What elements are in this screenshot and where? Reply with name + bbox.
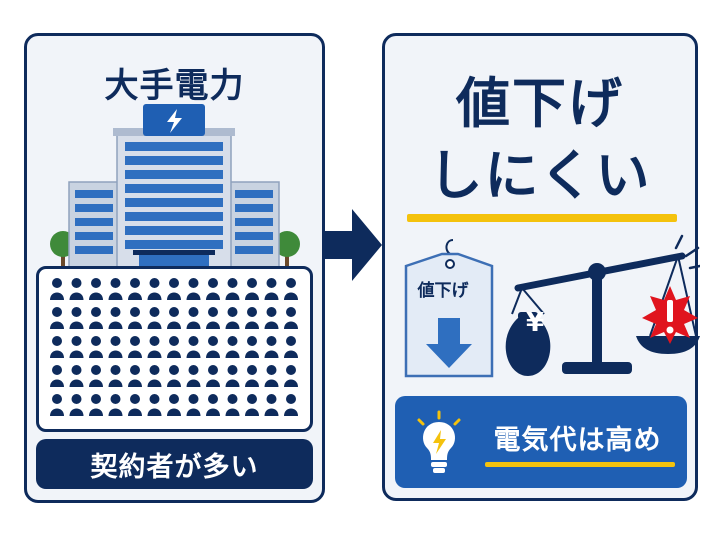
- headline-line-1: 値下げ: [456, 72, 624, 135]
- person-icon: [69, 365, 84, 387]
- person-icon: [264, 365, 279, 387]
- lightning-icon: [167, 109, 182, 133]
- yen-bag: [505, 318, 551, 376]
- person-icon: [128, 365, 142, 387]
- left-panel: 大手電力: [24, 33, 325, 503]
- tag-label: 値下げ: [417, 281, 469, 301]
- person-icon: [186, 394, 201, 416]
- person-icon: [186, 307, 201, 329]
- person-icon: [89, 278, 103, 300]
- person-icon: [147, 394, 162, 416]
- person-icon: [89, 307, 103, 329]
- person-icon: [108, 336, 123, 358]
- person-icon: [284, 336, 298, 358]
- person-icon: [264, 278, 279, 300]
- person-icon: [128, 336, 142, 358]
- person-icon: [167, 365, 181, 387]
- person-icon: [147, 336, 162, 358]
- person-icon: [167, 394, 181, 416]
- person-icon: [167, 278, 181, 300]
- person-icon: [284, 365, 298, 387]
- person-icon: [186, 365, 201, 387]
- electric-bill-text: 電気代は高め: [493, 425, 662, 456]
- person-icon: [225, 365, 240, 387]
- person-icon: [50, 307, 64, 329]
- person-icon: [69, 336, 84, 358]
- headline-underline: [407, 214, 677, 222]
- contracts-banner-text: 契約者が多い: [90, 451, 259, 483]
- person-icon: [128, 307, 142, 329]
- customer-crowd: [36, 266, 313, 432]
- headline-line-2: しにくい: [428, 144, 652, 207]
- person-icon: [167, 307, 181, 329]
- company-title: 大手電力: [104, 66, 245, 106]
- balance-scale-icon: [505, 234, 700, 376]
- bill-underline: [485, 462, 675, 467]
- person-icon: [264, 336, 279, 358]
- electric-bill-banner: 電気代は高め: [395, 396, 687, 488]
- person-icon: [245, 307, 259, 329]
- person-icon: [284, 394, 298, 416]
- person-icon: [284, 307, 298, 329]
- down-arrow-icon: [426, 318, 472, 368]
- person-icon: [264, 394, 279, 416]
- person-icon: [225, 394, 240, 416]
- person-icon: [225, 307, 240, 329]
- person-icon: [167, 336, 181, 358]
- person-icon: [206, 365, 220, 387]
- person-icon: [108, 394, 123, 416]
- office-building-icon: [50, 104, 300, 273]
- person-icon: [206, 307, 220, 329]
- person-icon: [245, 278, 259, 300]
- person-icon: [89, 394, 103, 416]
- person-icon: [108, 278, 123, 300]
- person-icon: [147, 307, 162, 329]
- lightbulb-icon: [417, 410, 461, 473]
- contracts-banner: 契約者が多い: [36, 439, 313, 489]
- person-icon: [50, 365, 64, 387]
- person-icon: [186, 278, 201, 300]
- person-icon: [69, 278, 84, 300]
- person-icon: [108, 365, 123, 387]
- person-icon: [225, 336, 240, 358]
- person-icon: [128, 394, 142, 416]
- person-icon: [206, 394, 220, 416]
- person-icon: [284, 278, 298, 300]
- person-icon: [50, 336, 64, 358]
- exclamation-icon: [642, 286, 698, 344]
- person-icon: [245, 336, 259, 358]
- arrow-right-icon: [322, 209, 382, 281]
- person-icon: [186, 336, 201, 358]
- person-icon: [147, 278, 162, 300]
- person-icon: [128, 278, 142, 300]
- price-tag-icon: [404, 239, 494, 378]
- person-icon: [89, 336, 103, 358]
- person-icon: [225, 278, 240, 300]
- person-icon: [50, 394, 64, 416]
- person-icon: [206, 278, 220, 300]
- crowd-people-icons: [50, 278, 298, 416]
- person-icon: [89, 365, 103, 387]
- person-icon: [50, 278, 64, 300]
- person-icon: [69, 394, 84, 416]
- right-panel: 値下げ しにくい 値下げ: [382, 33, 700, 501]
- person-icon: [245, 365, 259, 387]
- yen-symbol: ¥: [525, 308, 545, 338]
- person-icon: [108, 307, 123, 329]
- person-icon: [245, 394, 259, 416]
- person-icon: [69, 307, 84, 329]
- person-icon: [264, 307, 279, 329]
- person-icon: [147, 365, 162, 387]
- person-icon: [206, 336, 220, 358]
